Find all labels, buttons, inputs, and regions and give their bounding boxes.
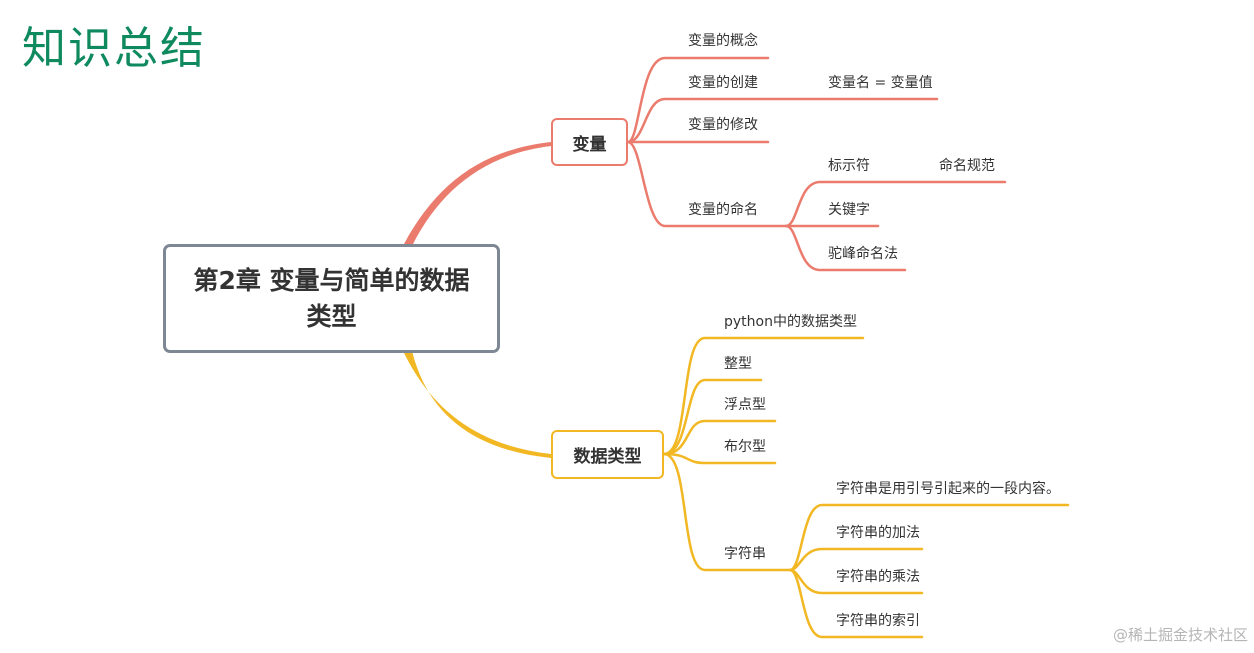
subtopic-keyword[interactable]: 关键字 xyxy=(828,202,870,218)
connector-root-variable xyxy=(404,142,551,246)
topic-variable[interactable]: 变量 xyxy=(551,118,628,166)
connector-datatype-bool xyxy=(662,452,777,465)
connector-datatype-float xyxy=(662,419,777,456)
connector-string-add xyxy=(788,547,924,572)
connector-root-datatype xyxy=(404,351,551,458)
connector-string-def xyxy=(788,503,1070,572)
subtopic-bool[interactable]: 布尔型 xyxy=(724,439,766,455)
connector-datatype-string xyxy=(662,452,792,572)
topic-datatype[interactable]: 数据类型 xyxy=(551,430,664,479)
subtopic-string-index[interactable]: 字符串的索引 xyxy=(836,613,920,629)
subtopic-variable-naming[interactable]: 变量的命名 xyxy=(688,202,758,218)
subtopic-identifier[interactable]: 标示符 xyxy=(828,158,870,174)
subtopic-variable-create[interactable]: 变量的创建 xyxy=(688,75,758,91)
page-title: 知识总结 xyxy=(22,23,206,74)
subtopic-camel-case[interactable]: 驼峰命名法 xyxy=(828,246,898,262)
subtopic-variable-modify[interactable]: 变量的修改 xyxy=(688,117,758,133)
detail-naming-rule[interactable]: 命名规范 xyxy=(939,158,995,174)
subtopic-python-types[interactable]: python中的数据类型 xyxy=(724,314,857,330)
root-topic[interactable]: 第2章 变量与简单的数据类型 xyxy=(163,244,500,353)
connector-variable-concept xyxy=(626,56,770,144)
subtopic-string-add[interactable]: 字符串的加法 xyxy=(836,525,920,541)
connector-datatype-int xyxy=(662,378,763,456)
connector-variable-naming xyxy=(626,140,788,228)
subtopic-string[interactable]: 字符串 xyxy=(724,546,766,562)
connector-datatype-python xyxy=(662,336,865,456)
connector-string-index xyxy=(788,568,924,639)
detail-create-syntax[interactable]: 变量名 = 变量值 xyxy=(828,75,933,91)
connector-naming-camel xyxy=(784,224,907,272)
watermark: @稀土掘金技术社区 xyxy=(1112,626,1248,644)
subtopic-variable-concept[interactable]: 变量的概念 xyxy=(688,33,758,49)
subtopic-string-multiply[interactable]: 字符串的乘法 xyxy=(836,569,920,585)
connector-variable-create xyxy=(626,97,939,144)
subtopic-float[interactable]: 浮点型 xyxy=(724,397,766,413)
subtopic-int[interactable]: 整型 xyxy=(724,356,752,372)
subtopic-string-definition[interactable]: 字符串是用引号引起来的一段内容。 xyxy=(836,481,1060,497)
connector-naming-identifier xyxy=(784,180,1007,228)
